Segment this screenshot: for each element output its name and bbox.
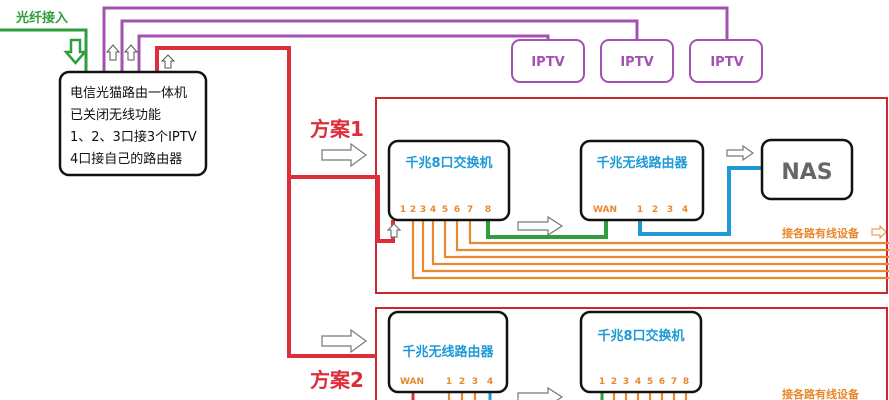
plan1-blue-link <box>638 166 762 236</box>
plan1-green-link <box>486 218 608 239</box>
port-label: 2 <box>611 377 617 387</box>
port-label: 4 <box>487 377 493 387</box>
port-label: 5 <box>647 377 653 387</box>
iptv-box-3: IPTV <box>689 39 763 83</box>
plan1-switch: 千兆8口交换机 1 2 3 4 5 6 7 8 <box>387 139 511 222</box>
port-label: 1 <box>446 377 452 387</box>
plan1-wired-label: 接各路有线设备 <box>782 226 860 240</box>
plan1-title: 方案1 <box>310 117 364 141</box>
plan2-router: 千兆无线路由器 WAN 1 2 3 4 <box>387 310 509 394</box>
port-label: 3 <box>623 377 629 387</box>
nas-box: NAS <box>760 138 854 201</box>
up-arrow-icons <box>105 44 176 69</box>
modem-line-2: 已关闭无线功能 <box>70 108 161 123</box>
modem-line-3: 1、2、3口接3个IPTV <box>70 129 197 145</box>
fiber-label: 光纤接入 <box>15 10 68 26</box>
port-label: 4 <box>430 205 436 215</box>
plan1-wired-arrow-icon <box>871 224 887 240</box>
port-label: 1 <box>400 205 406 215</box>
port-label: 3 <box>472 377 478 387</box>
plan1-switch-ports: 1 2 3 4 5 6 7 8 <box>400 205 491 215</box>
port-label: 1 <box>599 377 605 387</box>
plan2-router-ports: WAN 1 2 3 4 <box>400 377 493 387</box>
port-label: 5 <box>442 205 448 215</box>
plan1-router: 千兆无线路由器 WAN 1 2 3 4 <box>579 139 705 222</box>
plan1-orange-lines <box>411 218 889 280</box>
port-label: 6 <box>454 205 460 215</box>
plan2-switch-name: 千兆8口交换机 <box>597 328 684 344</box>
port-label: 4 <box>682 205 688 215</box>
modem-line-4: 4口接自己的路由器 <box>70 151 182 167</box>
port-label: 8 <box>485 205 491 215</box>
plan1-router-ports: WAN 1 2 3 4 <box>593 205 688 215</box>
port-label: 2 <box>459 377 465 387</box>
iptv-label-1: IPTV <box>531 55 564 70</box>
wan-port-label: WAN <box>400 377 424 387</box>
port-label: 3 <box>420 205 426 215</box>
modem-line-1: 电信光猫路由一体机 <box>70 85 187 101</box>
plan2-wired-label: 接各路有线设备 <box>782 387 860 400</box>
port-label: 4 <box>635 377 641 387</box>
port-label: 2 <box>652 205 658 215</box>
fiber-line <box>0 28 88 72</box>
plan2-title: 方案2 <box>310 368 364 392</box>
port-label: 7 <box>671 377 677 387</box>
wan-port-label: WAN <box>593 205 617 215</box>
port-label: 3 <box>667 205 673 215</box>
port-label: 6 <box>659 377 665 387</box>
plan1-router-name: 千兆无线路由器 <box>596 155 688 171</box>
iptv-label-2: IPTV <box>620 55 653 70</box>
port-label: 7 <box>467 205 473 215</box>
iptv-box-2: IPTV <box>600 39 674 83</box>
nas-label: NAS <box>781 160 832 185</box>
iptv-lines <box>102 6 729 72</box>
iptv-label-3: IPTV <box>710 55 743 70</box>
plan2-switch: 千兆8口交换机 1 2 3 4 5 6 7 8 <box>579 310 703 394</box>
port-label: 1 <box>637 205 643 215</box>
plan2-switch-ports: 1 2 3 4 5 6 7 8 <box>599 377 689 387</box>
right-arrow-icons <box>321 142 755 400</box>
plan2-router-name: 千兆无线路由器 <box>402 344 494 360</box>
fiber-arrow-icon <box>63 38 88 65</box>
iptv-box-1: IPTV <box>511 39 585 83</box>
port-label: 8 <box>683 377 689 387</box>
plan1-switch-name: 千兆8口交换机 <box>405 155 492 171</box>
modem-box <box>58 70 208 177</box>
port-label: 2 <box>410 205 416 215</box>
